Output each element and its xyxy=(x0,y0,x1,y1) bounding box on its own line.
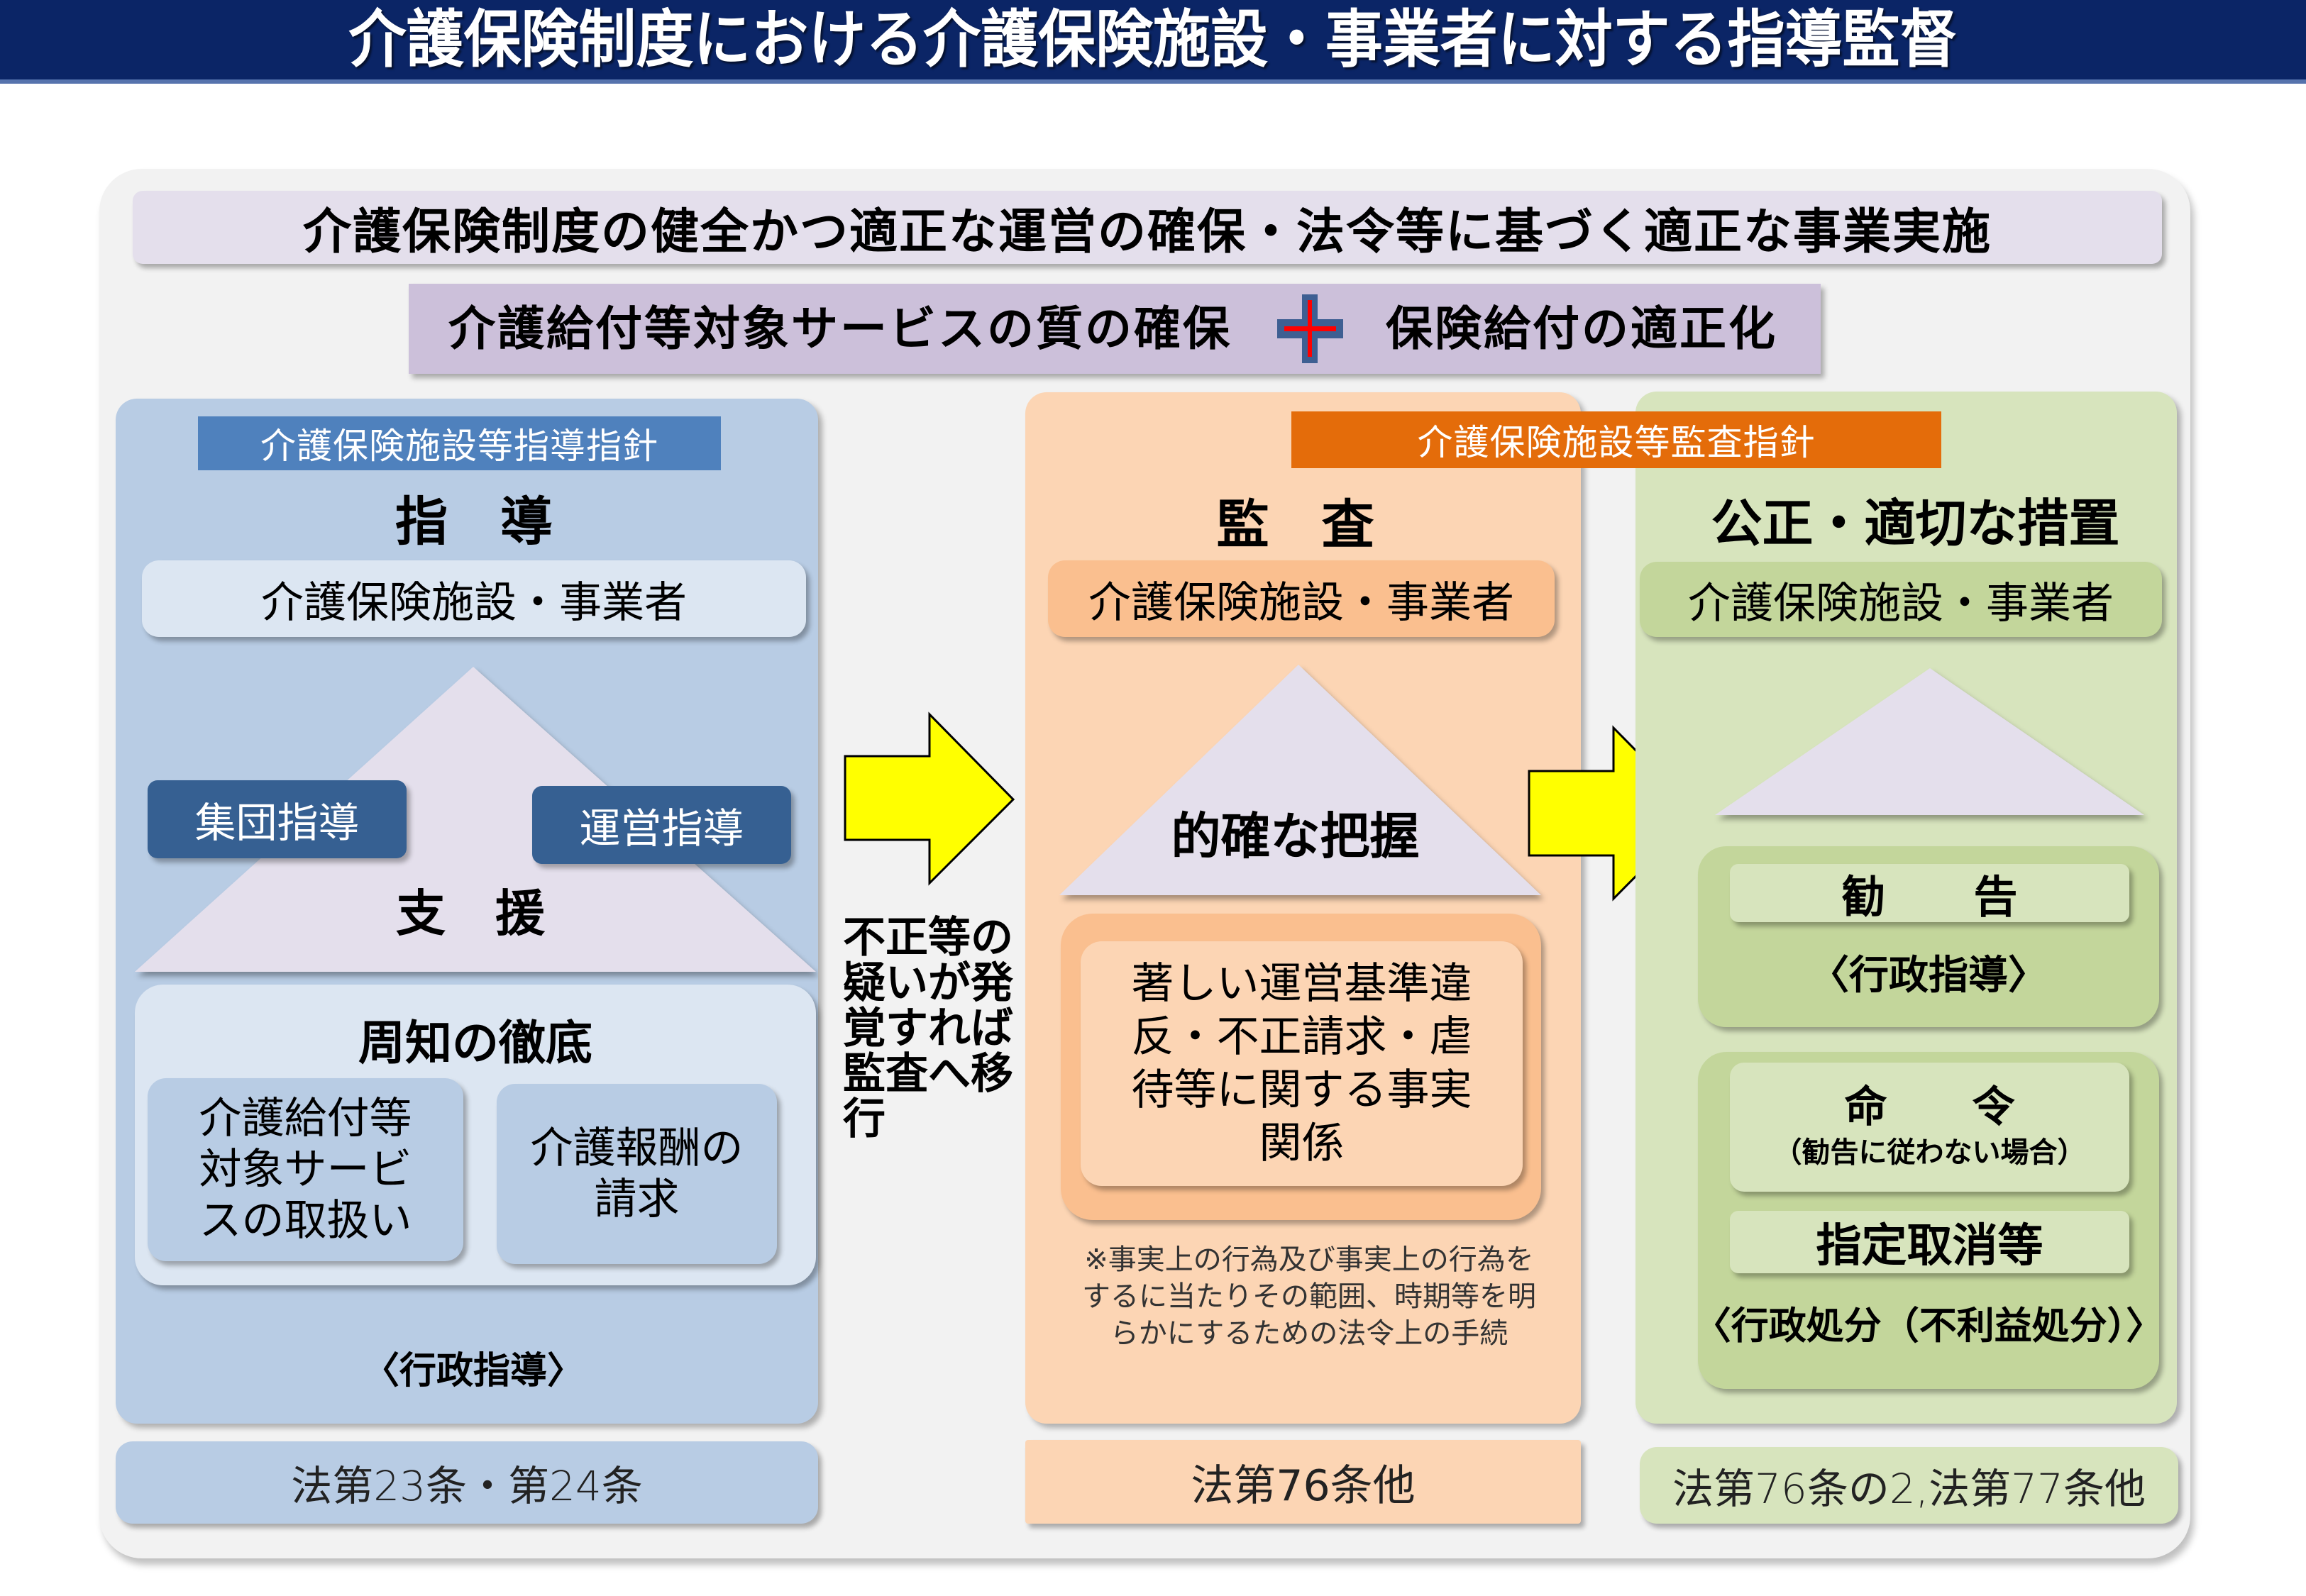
purpose-banner: 介護保険制度の健全かつ適正な運営の確保・法令等に基づく適正な事業実施 xyxy=(133,191,2162,264)
measures-column: 公正・適切な措置 介護保険施設・事業者 勧 告 〈行政指導〉 命 令 （勧告に従… xyxy=(1635,392,2177,1424)
audit-heading: 監 査 xyxy=(1216,494,1374,555)
plus-icon xyxy=(1277,294,1343,363)
audit-note-line: するに当たりその範囲、時期等を明 xyxy=(1082,1280,1536,1313)
guidance-guideline-label: 介護保険施設等指導指針 xyxy=(198,416,721,470)
audit-note: ※事実上の行為及び事実上の行為を するに当たりその範囲、時期等を明 らかにするた… xyxy=(1061,1241,1557,1352)
measures-law: 法第76条の2,法第77条他 xyxy=(1640,1447,2178,1524)
measures-target: 介護保険施設・事業者 xyxy=(1640,562,2162,637)
order-condition: （勧告に従わない場合） xyxy=(1773,1136,2086,1169)
audit-note-line: ※事実上の行為及び事実上の行為を xyxy=(1084,1243,1534,1276)
recommendation-label: 勧 告 xyxy=(1730,864,2129,923)
transition-line: 監査へ移 xyxy=(843,1049,1013,1099)
recommendation-nature: 〈行政指導〉 xyxy=(1809,952,2048,999)
audit-target: 介護保険施設・事業者 xyxy=(1048,560,1555,637)
measures-heading: 公正・適切な措置 xyxy=(1711,493,2120,553)
transition-line: 不正等の xyxy=(843,913,1013,963)
awareness-item-line: 介護報酬の xyxy=(530,1124,744,1173)
method-group-guidance: 集団指導 xyxy=(148,780,407,858)
audit-facts-line: 著しい運営基準違 xyxy=(1131,958,1472,1009)
audit-law: 法第76条他 xyxy=(1025,1440,1581,1524)
guidance-column: 介護保険施設等指導指針 指 導 介護保険施設・事業者 集団指導 運営指導 支 援… xyxy=(116,399,818,1424)
goals-banner: 介護給付等対象サービスの質の確保 保険給付の適正化 xyxy=(409,284,1821,374)
audit-facts-line: 関係 xyxy=(1259,1118,1345,1168)
transition-line: 覚すれば xyxy=(843,1004,1013,1053)
audit-guideline-label: 介護保険施設等監査指針 xyxy=(1291,411,1941,468)
measures-triangle xyxy=(1715,668,2144,815)
order-label: 命 令 xyxy=(1844,1082,2015,1132)
transition-text: 不正等の 疑いが発 覚すれば 監査へ移 行 xyxy=(843,915,1029,1142)
guidance-target: 介護保険施設・事業者 xyxy=(142,560,806,637)
awareness-item-line: スの取扱い xyxy=(199,1196,412,1246)
audit-column: 監 査 介護保険施設・事業者 的確な把握 著しい運営基準違 反・不正請求・虐 待… xyxy=(1025,392,1581,1424)
audit-facts-outer: 著しい運営基準違 反・不正請求・虐 待等に関する事実 関係 xyxy=(1061,914,1541,1220)
audit-note-line: らかにするための法令上の手続 xyxy=(1110,1317,1508,1350)
transition-line: 疑いが発 xyxy=(843,958,1013,1008)
audit-facts-box: 著しい運営基準違 反・不正請求・虐 待等に関する事実 関係 xyxy=(1081,941,1523,1186)
guidance-nature: 〈行政指導〉 xyxy=(362,1349,584,1392)
audit-facts-line: 反・不正請求・虐 xyxy=(1131,1012,1472,1062)
guidance-law: 法第23条・第24条 xyxy=(116,1441,818,1524)
arrow-right-icon xyxy=(844,711,1015,886)
title-bar: 介護保険制度における介護保険施設・事業者に対する指導監督 xyxy=(0,0,2306,84)
audit-triangle xyxy=(1059,665,1541,895)
audit-facts-line: 待等に関する事実 xyxy=(1131,1065,1472,1115)
awareness-item-line: 介護給付等 xyxy=(199,1094,412,1143)
page-title: 介護保険制度における介護保険施設・事業者に対する指導監督 xyxy=(348,3,1958,76)
goal-benefit-optimization: 保険給付の適正化 xyxy=(1386,301,1777,356)
awareness-box: 周知の徹底 介護給付等 対象サービ スの取扱い 介護報酬の 請求 xyxy=(135,985,816,1285)
guidance-support: 支 援 xyxy=(396,884,545,943)
awareness-item-line: 対象サービ xyxy=(199,1145,412,1195)
awareness-item-line: 請求 xyxy=(594,1175,680,1224)
awareness-title: 周知の徹底 xyxy=(358,1016,592,1070)
transition-line: 行 xyxy=(843,1095,886,1144)
revocation-label: 指定取消等 xyxy=(1730,1211,2129,1273)
guidance-heading: 指 導 xyxy=(395,491,553,553)
disposition-box: 命 令 （勧告に従わない場合） 指定取消等 〈行政処分（不利益処分）〉 xyxy=(1693,1052,2164,1389)
awareness-item-service-handling: 介護給付等 対象サービ スの取扱い xyxy=(148,1078,463,1261)
goal-service-quality: 介護給付等対象サービスの質の確保 xyxy=(448,301,1232,356)
guidance-triangle xyxy=(135,667,816,972)
method-operation-guidance: 運営指導 xyxy=(532,786,791,864)
disposition-nature: 〈行政処分（不利益処分）〉 xyxy=(1693,1304,2164,1348)
awareness-item-fee-claim: 介護報酬の 請求 xyxy=(497,1084,777,1264)
audit-purpose: 的確な把握 xyxy=(1171,807,1420,865)
recommendation-box: 勧 告 〈行政指導〉 xyxy=(1698,846,2159,1027)
order-box: 命 令 （勧告に従わない場合） xyxy=(1730,1063,2129,1192)
